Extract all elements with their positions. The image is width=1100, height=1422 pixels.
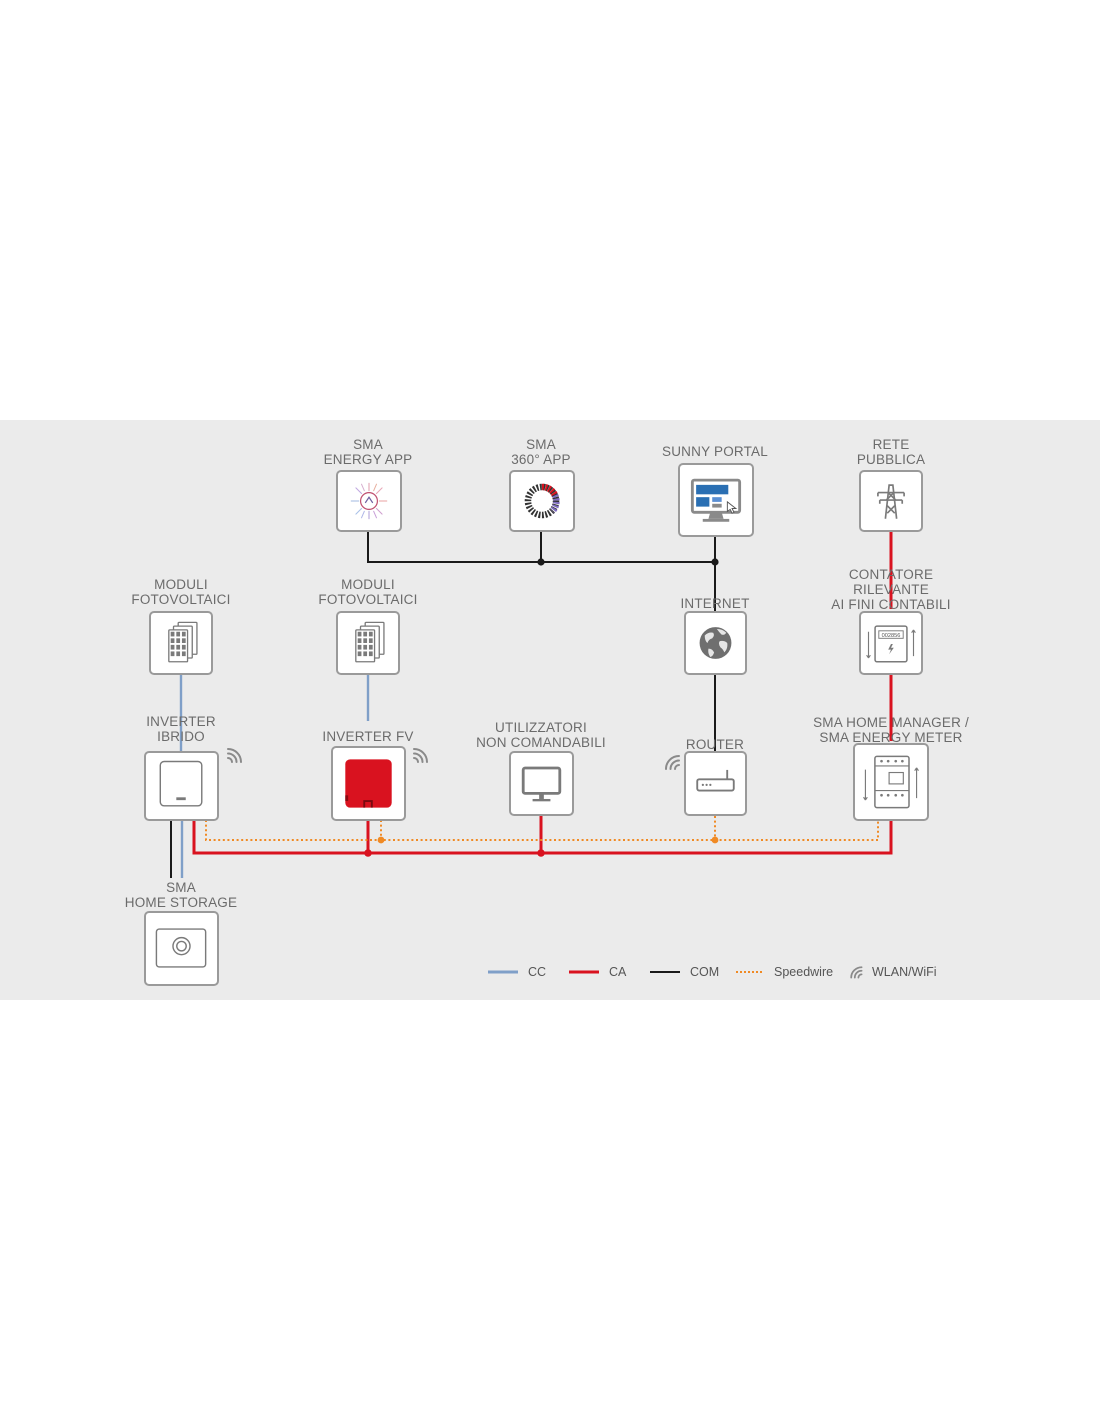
solar-panels-icon bbox=[168, 621, 198, 663]
legend-swatch-speedwire bbox=[736, 971, 764, 973]
legend: CC CA COM Speedwire WLAN/WiFi bbox=[488, 962, 958, 982]
pv-inverter-icon bbox=[345, 759, 392, 808]
legend-label-ca: CA bbox=[609, 965, 627, 979]
globe-icon bbox=[699, 627, 732, 659]
sunny-portal-box[interactable] bbox=[678, 463, 754, 537]
360-app-box[interactable] bbox=[509, 470, 575, 532]
legend-swatch-cc bbox=[488, 970, 518, 974]
internet-label: INTERNET bbox=[680, 596, 750, 611]
moduli1-box[interactable] bbox=[149, 611, 213, 675]
home-manager-icon bbox=[863, 755, 919, 809]
legend-item-speedwire: Speedwire bbox=[736, 962, 833, 982]
hybrid-inverter-icon bbox=[159, 760, 203, 807]
wifi-icon-ibrido bbox=[227, 748, 242, 763]
home-manager-label: SMA HOME MANAGER /SMA ENERGY METER bbox=[813, 715, 969, 745]
legend-item-com: COM bbox=[650, 962, 719, 982]
legend-swatch-com bbox=[650, 971, 680, 973]
utilizzatori-box[interactable] bbox=[509, 751, 574, 816]
legend-label-wifi: WLAN/WiFi bbox=[872, 965, 937, 979]
legend-label-speedwire: Speedwire bbox=[774, 965, 834, 979]
monitor-portal-icon bbox=[690, 478, 742, 522]
rete-pubblica-box[interactable] bbox=[859, 470, 923, 532]
360-app-icon bbox=[524, 483, 560, 519]
monitor-icon bbox=[521, 766, 562, 802]
wifi-icon-inverter-fv bbox=[413, 748, 428, 763]
router-icon bbox=[696, 769, 735, 792]
battery-storage-icon bbox=[155, 928, 207, 968]
energy-meter-icon: 002856 bbox=[866, 625, 916, 663]
home-manager-box[interactable] bbox=[853, 743, 929, 821]
legend-swatch-ca bbox=[569, 970, 599, 974]
svg-text:002856: 002856 bbox=[882, 633, 901, 639]
router-box[interactable] bbox=[684, 751, 747, 816]
sunny-portal-label: SUNNY PORTAL bbox=[662, 444, 768, 459]
wifi-icon-router bbox=[665, 755, 680, 770]
solar-panels-icon bbox=[355, 621, 385, 663]
contatore-box[interactable]: 002856 bbox=[859, 611, 923, 675]
router-label: ROUTER bbox=[685, 737, 745, 752]
power-pylon-icon bbox=[877, 484, 905, 519]
legend-item-cc: CC bbox=[488, 962, 546, 982]
inverter-ibrido-box[interactable] bbox=[144, 751, 219, 821]
inverter-fv-box[interactable] bbox=[331, 746, 406, 821]
inverter-fv-label: INVERTER FV bbox=[322, 729, 414, 744]
internet-box[interactable] bbox=[684, 611, 747, 675]
home-storage-box[interactable] bbox=[144, 911, 219, 986]
energy-app-icon bbox=[350, 482, 388, 520]
moduli2-box[interactable] bbox=[336, 611, 400, 675]
legend-item-ca: CA bbox=[569, 962, 626, 982]
wifi-icon bbox=[850, 966, 863, 979]
legend-item-wifi: WLAN/WiFi bbox=[848, 962, 937, 982]
legend-label-cc: CC bbox=[528, 965, 547, 979]
legend-label-com: COM bbox=[690, 965, 720, 979]
energy-app-box[interactable] bbox=[336, 470, 402, 532]
